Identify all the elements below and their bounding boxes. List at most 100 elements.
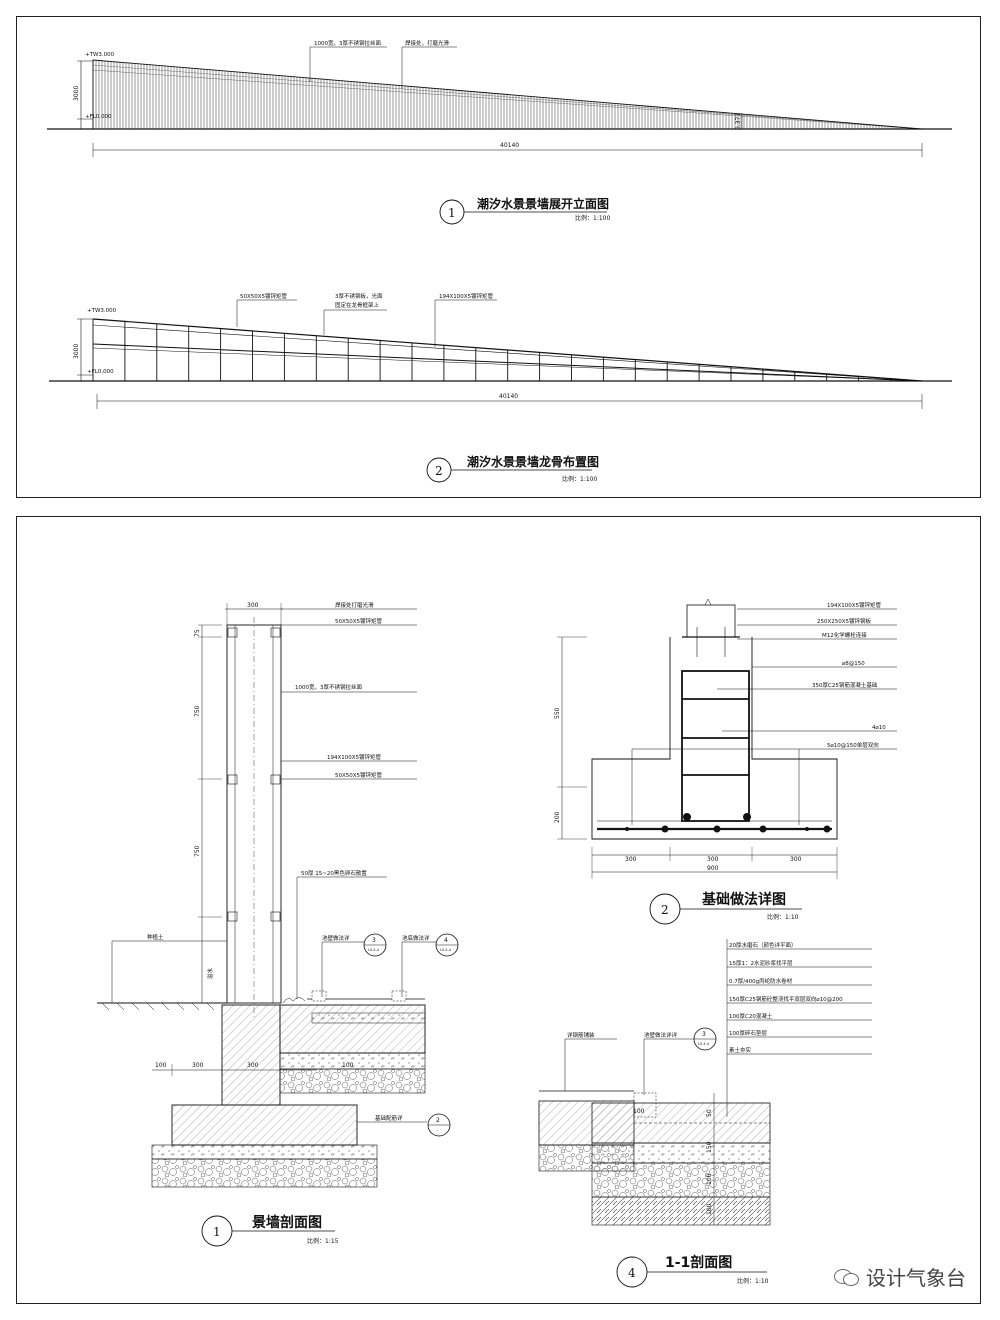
svg-text:LS-4.4: LS-4.4 — [440, 948, 452, 952]
section-dim-h-0: 100 — [155, 1062, 167, 1069]
foundation-total-dim: 900 — [707, 865, 719, 872]
section11-dim-2: 150 — [706, 1141, 713, 1153]
foundation-number: 2 — [661, 903, 669, 917]
svg-text:4: 4 — [444, 937, 448, 944]
foundation-scale: 比例：1:10 — [767, 913, 799, 921]
section-note-3: 194X100X5镀锌矩管 — [327, 753, 382, 761]
detail-drawings: 300 75 750 750 1 — [97, 598, 897, 1288]
frame-number: 2 — [435, 464, 443, 478]
section-dim-h-3: 100 — [342, 1062, 354, 1069]
frame-note-main-tube: 194X100X5镀锌矩管 — [439, 292, 494, 300]
section-top-dim: 300 — [247, 602, 259, 609]
watermark: 设计气象台 — [834, 1262, 966, 1291]
section-note-overflow: 溢水 — [206, 967, 214, 979]
elevation-title: 潮汐水景景墙展开立面图 — [477, 196, 609, 211]
svg-text:3: 3 — [372, 937, 376, 944]
foundation-note-0: 194X100X5镀锌矩管 — [827, 601, 882, 609]
section11-dim-0: 100 — [633, 1108, 645, 1115]
foundation-note-3: ⌀8@150 — [842, 661, 865, 667]
elevation-note-panel: 1000宽，3厚不锈钢拉丝面 — [314, 39, 381, 47]
svg-text:-: - — [437, 1128, 439, 1133]
section-note-5: 50厚 15~20黑色卵石散置 — [301, 869, 367, 877]
section11-note-4: 100厚C20混凝土 — [729, 1012, 773, 1020]
section11-dim-4: 100 — [706, 1203, 713, 1215]
section11-note-5: 100厚碎石垫层 — [729, 1029, 767, 1037]
svg-text:LS-4.4: LS-4.4 — [698, 1042, 710, 1046]
section11-label-left: 详钢筋铺装 — [567, 1031, 595, 1039]
section11-note-3: 150厚C25钢筋砼整浇找平双层双向⌀10@200 — [729, 995, 843, 1003]
section-callout-footing: 基础配筋详 2 - — [357, 1113, 451, 1137]
elevation-sheet: 3000 +TW3.000 +FL0.000 1000宽，3厚不锈钢拉丝面 焊接… — [16, 16, 981, 498]
frame-level-top: +TW3.000 — [87, 308, 117, 314]
svg-text:基础配筋详: 基础配筋详 — [375, 1114, 403, 1122]
elevation-drawing: 3000 +TW3.000 +FL0.000 1000宽，3厚不锈钢拉丝面 焊接… — [47, 39, 952, 225]
section11-callout: 池壁做法详详 3 LS-4.4 — [643, 1027, 717, 1095]
foundation-title: 基础做法详图 — [702, 891, 786, 908]
foundation-dim-h-0: 300 — [625, 856, 637, 863]
section-dim-h-2: 300 — [247, 1062, 259, 1069]
foundation-note-4: 350厚C25钢筋混凝土基础 — [812, 681, 878, 689]
frame-note-tube: 50X50X5镀锌矩管 — [240, 292, 288, 300]
section-dim-h-1: 300 — [192, 1062, 204, 1069]
section-note-4: 50X50X5镀锌矩管 — [335, 771, 383, 779]
section-note-1: 50X50X5镀锌矩管 — [335, 617, 383, 625]
section-number: 1 — [213, 1225, 221, 1239]
elevation-height-dim: 3000 — [73, 86, 80, 101]
section-title: 景墙剖面图 — [252, 1214, 322, 1231]
frame-level-bottom: +FL0.000 — [87, 369, 114, 375]
section11-number: 4 — [628, 1266, 636, 1280]
watermark-text: 设计气象台 — [866, 1266, 966, 1290]
svg-text:池壁做法详: 池壁做法详 — [322, 934, 350, 942]
elevation-level-bottom: +FL0.000 — [85, 114, 112, 120]
frame-note-fixed: 固定在龙骨框架上 — [335, 301, 380, 309]
foundation-note-1: 250X250X5镀锌钢板 — [817, 617, 872, 625]
foundation-dim-h-2: 300 — [790, 856, 802, 863]
section-scale: 比例：1:15 — [307, 1237, 339, 1245]
section-dim-v-2: 750 — [194, 845, 201, 857]
frame-layout-drawing: 3000 +TW3.000 +FL0.000 50X50X5镀锌矩管 3厚不锈钢… — [49, 292, 952, 483]
frame-height-dim: 3000 — [73, 344, 80, 359]
section11-note-0: 20厚水磨石（颜色详平面） — [729, 941, 797, 949]
section-note-0: 焊接处打磨光滑 — [335, 601, 374, 609]
section-1-1-drawing: 100 50 150 100 100 20厚水磨石（颜色详平面） 15厚1：2水… — [538, 939, 872, 1288]
section11-dim-3: 100 — [706, 1173, 713, 1185]
svg-text:LS-4.4: LS-4.4 — [368, 948, 380, 952]
wall-section-drawing: 300 75 750 750 1 — [97, 601, 459, 1247]
frame-title: 潮汐水景景墙龙骨布置图 — [467, 454, 599, 469]
svg-text:池底做法详: 池底做法详 — [402, 934, 430, 942]
section11-dim-1: 50 — [706, 1109, 713, 1117]
section11-note-6: 素土夯实 — [729, 1046, 752, 1054]
frame-note-plate: 3厚不锈钢板，光面 — [335, 292, 383, 300]
section-dim-v-0: 75 — [194, 629, 201, 637]
foundation-note-2: M12化学螺栓连接 — [822, 631, 867, 639]
elevation-end-dim: 0.371 — [735, 113, 742, 130]
section-note-2: 1000宽，3厚不锈钢拉丝面 — [295, 683, 362, 691]
svg-text:2: 2 — [436, 1117, 440, 1124]
section11-title: 1-1剖面图 — [665, 1254, 732, 1271]
elevation-length-dim: 40140 — [500, 142, 519, 149]
foundation-note-5: 4⌀10 — [872, 725, 886, 731]
section-callout-floor: 池底做法详 4 LS-4.4 — [401, 933, 459, 997]
frame-length-dim: 40140 — [499, 393, 518, 400]
svg-text:池壁做法详详: 池壁做法详详 — [644, 1031, 678, 1039]
section11-note-1: 15厚1：2水泥砂浆找平层 — [729, 959, 793, 967]
wechat-icon — [834, 1267, 860, 1287]
section11-note-2: 0.7厚/400g丙纶防水卷材 — [729, 977, 793, 985]
elevation-note-weld: 焊接处，打磨光滑 — [405, 39, 450, 47]
detail-sheet: 300 75 750 750 1 — [16, 516, 981, 1304]
elevation-number: 1 — [448, 206, 456, 220]
svg-text:3: 3 — [702, 1031, 706, 1038]
foundation-detail-drawing: 194X100X5镀锌矩管 250X250X5镀锌钢板 M12化学螺栓连接 ⌀8… — [554, 598, 897, 925]
foundation-dim-v-0: 550 — [554, 707, 561, 719]
section-note-soil: 种植土 — [147, 933, 164, 941]
section11-scale: 比例：1:10 — [737, 1277, 769, 1285]
foundation-dim-h-1: 300 — [707, 856, 719, 863]
elevation-drawings: 3000 +TW3.000 +FL0.000 1000宽，3厚不锈钢拉丝面 焊接… — [47, 39, 952, 483]
frame-scale: 比例：1:100 — [562, 475, 597, 483]
elevation-scale: 比例：1:100 — [575, 214, 610, 222]
section-dim-v-1: 750 — [194, 705, 201, 717]
section-callout-wall: 池壁做法详 3 LS-4.4 — [321, 933, 387, 997]
foundation-dim-v-1: 200 — [554, 811, 561, 823]
elevation-level-top: +TW3.000 — [85, 52, 115, 58]
foundation-note-6: 5⌀10@150单层双向 — [827, 741, 879, 749]
